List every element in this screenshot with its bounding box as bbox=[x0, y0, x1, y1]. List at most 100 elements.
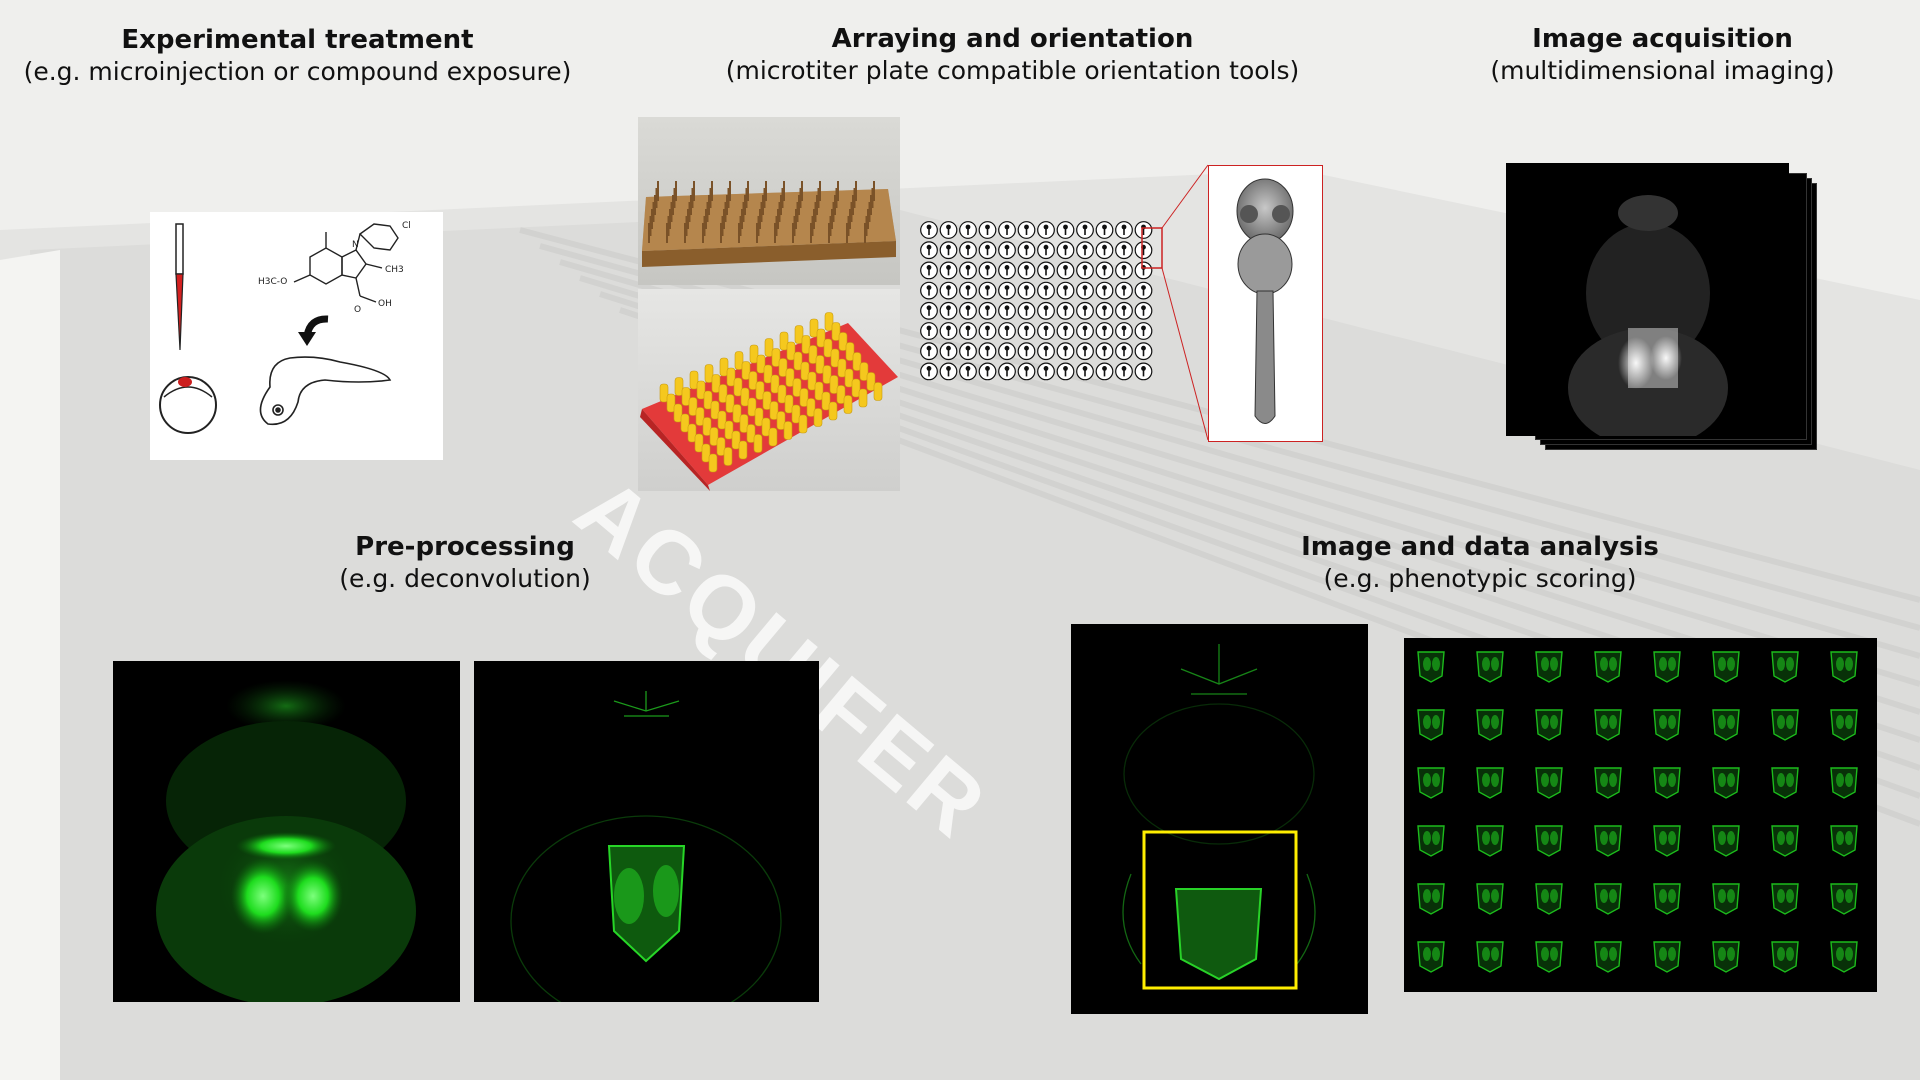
yellow-pin bbox=[807, 371, 817, 391]
yellow-pin bbox=[764, 338, 774, 357]
yellow-pin bbox=[718, 384, 728, 403]
yellow-pin bbox=[749, 344, 759, 364]
yellow-pin bbox=[753, 434, 763, 453]
plate-well bbox=[959, 362, 977, 381]
embryo-icon bbox=[159, 376, 217, 434]
montage-cell bbox=[1417, 651, 1445, 683]
plate-well bbox=[959, 342, 977, 361]
yellow-pin bbox=[784, 394, 794, 414]
plate-well bbox=[1017, 241, 1036, 260]
yellow-pin bbox=[701, 443, 711, 463]
yellow-pin bbox=[719, 357, 729, 377]
plate-well bbox=[1115, 281, 1133, 300]
plate-well bbox=[1076, 322, 1094, 340]
plate-well bbox=[1056, 322, 1075, 340]
montage-cell bbox=[1830, 651, 1858, 683]
treatment-schematic: Cl H3C-O CH3 OH O N bbox=[150, 212, 443, 460]
chem-label-oh: OH bbox=[378, 299, 392, 309]
plate-well bbox=[998, 322, 1016, 340]
montage-cell bbox=[1535, 883, 1563, 915]
yellow-pin bbox=[816, 328, 826, 348]
yellow-pin bbox=[768, 427, 778, 447]
plate-well bbox=[1115, 241, 1133, 260]
yellow-pin bbox=[734, 351, 744, 370]
plate-well bbox=[1134, 322, 1153, 340]
yellow-pin bbox=[771, 348, 781, 367]
yellow-pin bbox=[836, 385, 846, 404]
yellow-pin bbox=[708, 453, 718, 473]
microtiter-plate-grid bbox=[920, 220, 1160, 385]
plate-well bbox=[1076, 301, 1094, 320]
yellow-pin bbox=[800, 361, 810, 381]
plate-well bbox=[1017, 221, 1036, 239]
chem-label-methyl: CH3 bbox=[385, 265, 404, 275]
plate-well bbox=[1115, 261, 1133, 280]
plate-well bbox=[1095, 261, 1114, 280]
montage-cell bbox=[1594, 883, 1622, 915]
plate-well bbox=[1056, 342, 1075, 361]
yellow-pin bbox=[746, 424, 756, 443]
yellow-pin bbox=[786, 341, 796, 361]
montage-cell bbox=[1830, 883, 1858, 915]
curved-arrow-icon bbox=[298, 315, 329, 346]
yellow-pin bbox=[828, 401, 838, 421]
plate-well bbox=[920, 261, 938, 280]
yellow-pin bbox=[866, 372, 876, 391]
yellow-pin bbox=[791, 404, 801, 424]
plate-well bbox=[1037, 221, 1055, 239]
montage-cell bbox=[1476, 825, 1504, 857]
yellow-pin bbox=[726, 367, 736, 387]
plate-well bbox=[998, 261, 1016, 280]
orientation-tool-photo-wood bbox=[638, 117, 900, 285]
montage-cell bbox=[1417, 883, 1445, 915]
montage-cell bbox=[1712, 825, 1740, 857]
section-header-acquisition: Image acquisition (multidimensional imag… bbox=[1460, 23, 1865, 87]
yellow-pin bbox=[740, 387, 750, 407]
plate-well bbox=[1095, 301, 1114, 320]
plate-well bbox=[959, 261, 977, 280]
montage-cell bbox=[1535, 767, 1563, 799]
yellow-pin bbox=[689, 370, 699, 390]
yellow-pin bbox=[814, 381, 824, 401]
plate-well bbox=[920, 362, 938, 381]
montage-cell bbox=[1712, 767, 1740, 799]
yellow-pin bbox=[733, 377, 743, 397]
yellow-pin bbox=[823, 338, 833, 358]
yellow-pin bbox=[821, 391, 831, 411]
yellow-pin bbox=[702, 417, 712, 436]
plate-well bbox=[1017, 301, 1036, 320]
yellow-pin bbox=[732, 404, 742, 423]
yellow-pin bbox=[837, 358, 847, 378]
yellow-pin bbox=[741, 361, 751, 380]
montage-cell bbox=[1594, 825, 1622, 857]
montage-cell bbox=[1653, 651, 1681, 683]
yellow-pin bbox=[748, 371, 758, 390]
montage-cell bbox=[1653, 825, 1681, 857]
microinjection-needle-icon bbox=[175, 223, 184, 351]
montage-cell bbox=[1476, 709, 1504, 741]
montage-cell bbox=[1830, 941, 1858, 973]
yellow-pin bbox=[709, 427, 719, 446]
montage-cell bbox=[1535, 825, 1563, 857]
montage-cell bbox=[1417, 825, 1445, 857]
yellow-pin bbox=[711, 374, 721, 393]
plate-well bbox=[1017, 362, 1036, 381]
yellow-pin bbox=[779, 331, 789, 351]
plate-well bbox=[978, 241, 997, 260]
acquisition-subtitle: (multidimensional imaging) bbox=[1490, 56, 1835, 85]
yellow-pin bbox=[724, 420, 734, 440]
plate-well bbox=[1115, 301, 1133, 320]
montage-cell bbox=[1535, 651, 1563, 683]
yellow-pin bbox=[815, 355, 825, 374]
plate-well bbox=[998, 241, 1016, 260]
montage-cell bbox=[1594, 651, 1622, 683]
plate-well bbox=[998, 281, 1016, 300]
plate-well bbox=[1115, 322, 1133, 340]
plate-well bbox=[1095, 221, 1114, 239]
montage-cell bbox=[1830, 825, 1858, 857]
yellow-pin bbox=[777, 384, 787, 404]
image-stack-front bbox=[1506, 163, 1789, 436]
plate-well bbox=[978, 221, 997, 239]
plate-well bbox=[1037, 322, 1055, 340]
plate-well bbox=[920, 301, 938, 320]
